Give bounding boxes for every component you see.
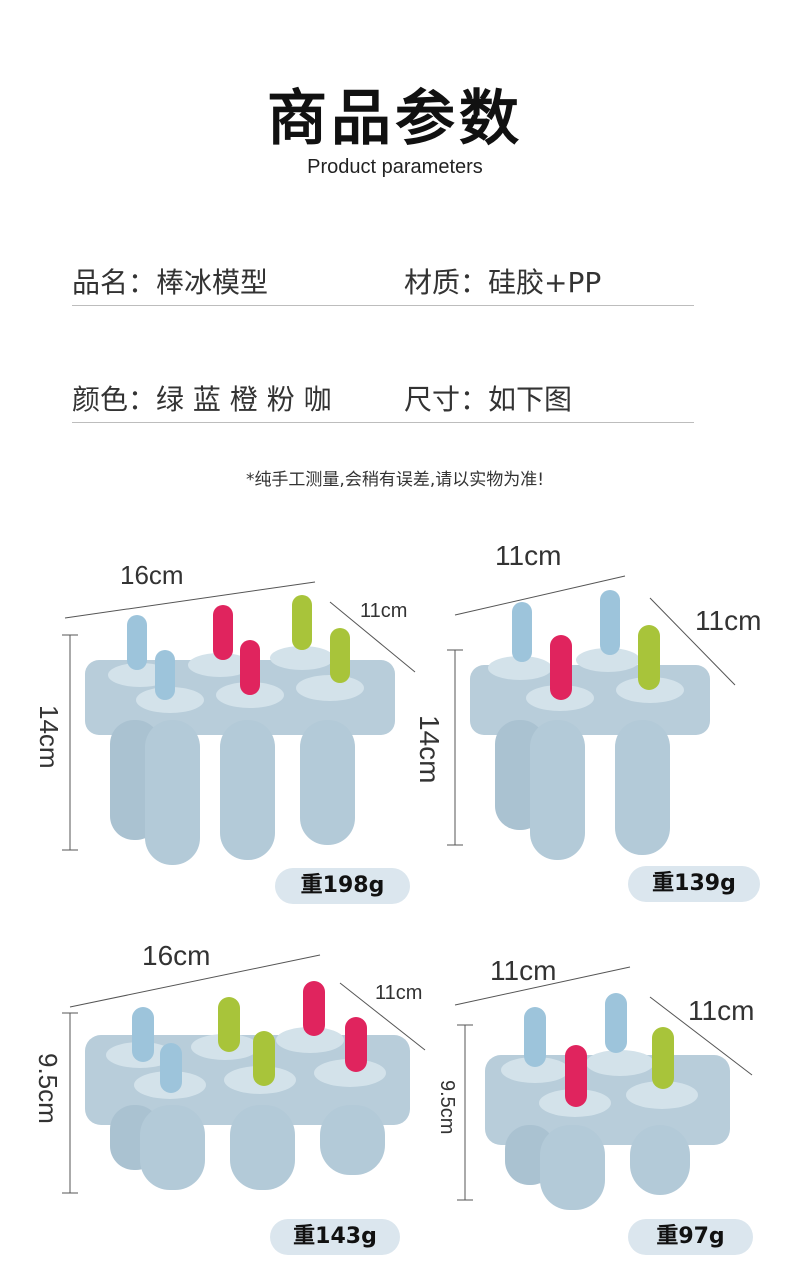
height-label: 9.5cm — [33, 1053, 63, 1124]
depth-label: 11cm — [375, 982, 423, 1004]
param-row-1: 品名：棒冰模型 材质：硅胶+PP — [72, 255, 694, 306]
product-image-1 — [62, 581, 416, 865]
width-label: 11cm — [495, 540, 562, 571]
width-label: 16cm — [120, 560, 184, 590]
param-size: 尺寸：如下图 — [404, 383, 573, 416]
page-subtitle: Product parameters — [307, 156, 483, 178]
depth-label: 11cm — [695, 605, 762, 636]
depth-label: 11cm — [360, 600, 408, 622]
weight-badge: 重97g — [628, 1219, 753, 1255]
measurement-note: *纯手工测量,会稍有误差,请以实物为准! — [245, 470, 545, 490]
product-image-2 — [447, 575, 736, 860]
height-label: 9.5cm — [436, 1080, 458, 1135]
page-title: 商品参数 — [267, 84, 523, 154]
param-color: 颜色：绿 蓝 橙 粉 咖 — [72, 383, 332, 416]
height-label: 14cm — [34, 705, 64, 769]
weight-badge: 重139g — [628, 866, 760, 902]
depth-label: 11cm — [688, 995, 755, 1026]
product-image-3 — [62, 954, 426, 1194]
param-material: 材质：硅胶+PP — [404, 266, 602, 299]
width-label: 16cm — [142, 940, 211, 971]
weight-badge: 重198g — [275, 868, 410, 904]
height-label: 14cm — [414, 715, 445, 784]
product-image-4 — [454, 966, 753, 1210]
param-row-2: 颜色：绿 蓝 橙 粉 咖 尺寸：如下图 — [72, 372, 694, 423]
width-label: 11cm — [490, 955, 557, 986]
param-name: 品名：棒冰模型 — [72, 266, 269, 299]
weight-badge: 重143g — [270, 1219, 400, 1255]
